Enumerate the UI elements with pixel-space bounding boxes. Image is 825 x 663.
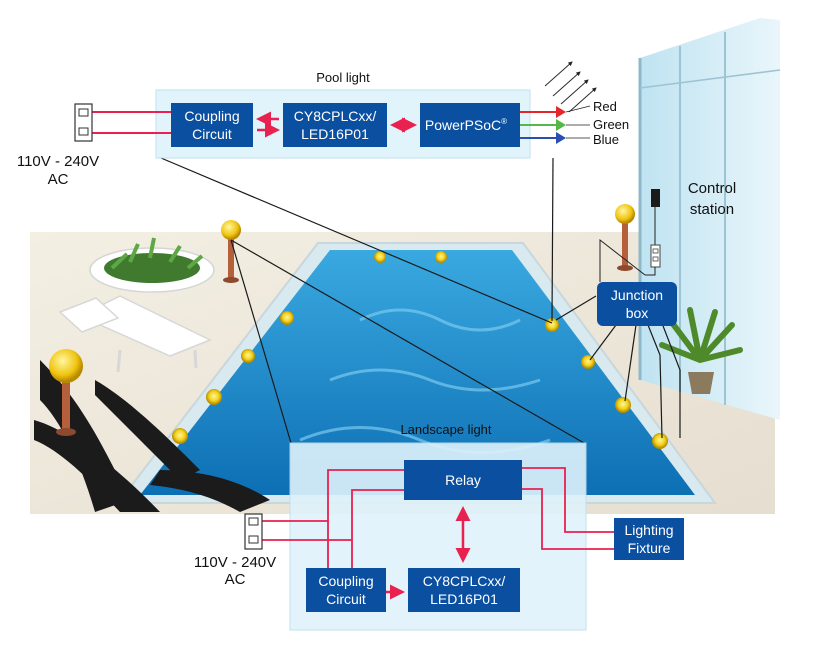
pool-lamp-icon xyxy=(615,204,635,271)
rgb-outputs: Red Green Blue xyxy=(520,99,629,147)
output-blue-label: Blue xyxy=(593,132,619,147)
relay-label: Relay xyxy=(445,472,481,488)
power-outlet-icon xyxy=(74,103,93,142)
landscape-plc-label-2: LED16P01 xyxy=(430,591,498,607)
relay-box xyxy=(404,460,522,500)
pool-plc-label-2: LED16P01 xyxy=(301,126,369,142)
pool-lamp-icon xyxy=(49,349,83,436)
lighting-fixture-label-1: Lighting xyxy=(624,522,673,538)
pool-psoc-label: PowerPSoC® xyxy=(425,117,507,133)
output-red-label: Red xyxy=(593,99,617,114)
potted-palm xyxy=(659,307,743,394)
lighting-fixture-label-2: Fixture xyxy=(628,540,671,556)
junction-box-label-1: Junction xyxy=(611,287,663,303)
pool-coupling-box xyxy=(171,103,253,147)
mains-top-ac: AC xyxy=(48,171,69,188)
landscape-plc-label-1: CY8CPLCxx/ xyxy=(423,573,506,589)
power-outlet-icon xyxy=(244,513,263,550)
registered-mark: ® xyxy=(501,117,507,126)
pool-light-panel: Pool light Coupling Circuit CY8CPLCxx/ L… xyxy=(155,70,531,159)
mains-top-voltage: 110V - 240V xyxy=(17,153,99,170)
pool-coupling-label-2: Circuit xyxy=(192,126,232,142)
landscape-coupling-label-1: Coupling xyxy=(318,573,373,589)
landscape-light-title: Landscape light xyxy=(400,422,491,437)
control-station: Control station xyxy=(650,180,736,268)
led-red-arrow xyxy=(556,106,566,118)
junction-box-label-2: box xyxy=(626,305,649,321)
junction-box: Junction box xyxy=(597,282,677,326)
pool-plc-box xyxy=(283,103,387,147)
landscape-coupling-box xyxy=(306,568,386,612)
lounge-chair xyxy=(58,295,212,373)
connection-lines xyxy=(160,157,681,444)
led-blue-arrow xyxy=(556,132,566,144)
light-ray-icon xyxy=(544,61,597,113)
pool-plc-label-1: CY8CPLCxx/ xyxy=(294,108,377,124)
lighting-fixture: Lighting Fixture xyxy=(614,518,684,560)
pool-light-title: Pool light xyxy=(316,70,370,85)
led-green-arrow xyxy=(556,119,566,131)
mains-bottom-ac: AC xyxy=(225,571,246,588)
control-station-label-2: station xyxy=(690,201,734,218)
mains-bottom-voltage: 110V - 240V xyxy=(194,554,276,571)
pool-coupling-label-1: Coupling xyxy=(184,108,239,124)
output-green-label: Green xyxy=(593,117,629,132)
landscape-light-panel: Landscape light Relay Coupling Circuit C… xyxy=(289,422,587,631)
pool-leds xyxy=(172,251,668,449)
landscape-coupling-label-2: Circuit xyxy=(326,591,366,607)
pool-psoc-box xyxy=(420,103,520,147)
pool-lamp-icon xyxy=(221,220,241,283)
landscape-wires xyxy=(262,467,614,568)
control-station-label-1: Control xyxy=(688,180,736,197)
landscape-plc-box xyxy=(408,568,520,612)
